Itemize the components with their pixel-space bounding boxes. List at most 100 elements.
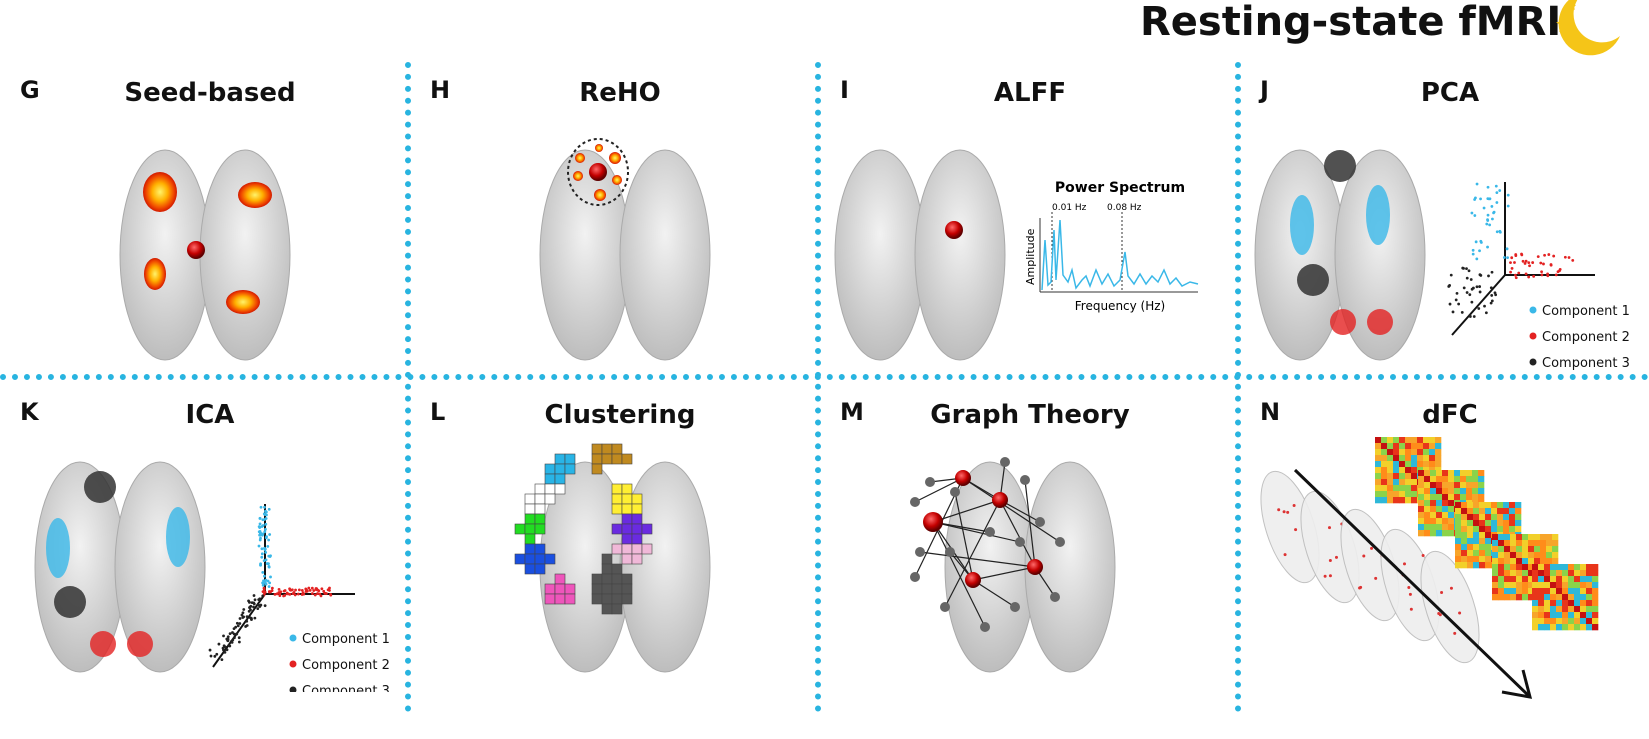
scatter-point <box>1470 300 1474 304</box>
matrix-cell <box>1592 606 1599 613</box>
matrix-cell <box>1522 564 1529 571</box>
scatter-point <box>305 589 309 593</box>
matrix-cell <box>1478 470 1485 477</box>
scatter-point <box>310 586 314 590</box>
panel-letter: J <box>1260 76 1269 104</box>
voxel <box>514 553 526 565</box>
matrix-cell <box>1528 570 1535 577</box>
panel-dfc: N dFC <box>1240 392 1640 732</box>
matrix-cell <box>1580 588 1587 595</box>
scatter-point <box>1479 197 1482 201</box>
voxel <box>611 573 623 585</box>
matrix-cell <box>1436 512 1443 519</box>
voxel <box>524 533 536 545</box>
matrix-cell <box>1405 437 1412 444</box>
seed-based-illustration <box>119 149 291 361</box>
matrix-cell <box>1568 606 1575 613</box>
graph-edge <box>932 499 1001 523</box>
matrix-cell <box>1473 520 1480 527</box>
matrix-cell <box>1491 520 1498 527</box>
matrix-cell <box>1574 612 1581 619</box>
matrix-cell <box>1550 606 1557 613</box>
graph-node <box>1055 537 1065 547</box>
matrix-cell <box>1550 588 1557 595</box>
matrix-cell <box>1405 473 1412 480</box>
matrix-cell <box>1516 534 1523 541</box>
voxel <box>601 553 613 565</box>
matrix-cell <box>1424 512 1431 519</box>
voxel <box>601 453 613 465</box>
matrix-cell <box>1580 624 1587 631</box>
scatter-point <box>267 507 271 511</box>
voxel <box>611 483 623 495</box>
matrix-cell <box>1492 576 1499 583</box>
scatter-points <box>1447 182 1575 318</box>
center-voxel <box>589 163 607 181</box>
graph-edge <box>972 566 1036 581</box>
matrix-cell <box>1467 538 1474 545</box>
matrix-cell <box>1550 570 1557 577</box>
matrix-cell <box>1387 473 1394 480</box>
matrix-cell <box>1528 582 1535 589</box>
scatter-point <box>263 604 267 608</box>
scatter-point <box>1454 298 1458 302</box>
voxel <box>524 493 536 505</box>
matrix-cell <box>1544 576 1551 583</box>
scatter-point <box>260 547 264 551</box>
matrix-cell <box>1516 576 1523 583</box>
matrix-cell <box>1592 624 1599 631</box>
scatter-point <box>1489 286 1493 290</box>
matrix-cell <box>1405 491 1412 498</box>
matrix-cell <box>1562 618 1569 625</box>
matrix-cell <box>1399 455 1406 462</box>
voxel <box>621 593 633 605</box>
matrix-cell <box>1429 461 1436 468</box>
scatter-point <box>1495 230 1499 234</box>
matrix-cell <box>1393 467 1400 474</box>
matrix-cell <box>1454 488 1461 495</box>
scatter-point <box>228 644 232 648</box>
matrix-cell <box>1532 618 1539 625</box>
scatter-point <box>1532 274 1536 278</box>
scatter-point <box>258 526 262 529</box>
scatter-point <box>226 635 230 639</box>
scatter-point <box>228 632 232 636</box>
scatter-point <box>1465 276 1469 280</box>
matrix-cell <box>1473 532 1480 539</box>
matrix-cell <box>1522 552 1529 559</box>
voxel <box>601 593 613 605</box>
matrix-cell <box>1592 588 1599 595</box>
scatter-point <box>253 616 257 620</box>
matrix-cell <box>1424 476 1431 483</box>
matrix-cell <box>1417 455 1424 462</box>
scatter-point <box>264 550 268 554</box>
voxel <box>631 503 643 515</box>
matrix-cell <box>1586 582 1593 589</box>
matrix-cell <box>1504 588 1511 595</box>
scatter-point <box>1524 259 1528 263</box>
matrix-cell <box>1586 570 1593 577</box>
scatter-point <box>260 552 264 556</box>
matrix-cell <box>1393 461 1400 468</box>
voxel <box>524 553 536 565</box>
voxel <box>601 583 613 595</box>
matrix-cell <box>1448 488 1455 495</box>
matrix-cell <box>1485 532 1492 539</box>
matrix-cell <box>1472 470 1479 477</box>
voxel <box>544 553 556 565</box>
scatter-point <box>235 621 239 625</box>
panel-title: ALFF <box>993 78 1067 108</box>
matrix-cell <box>1479 556 1486 563</box>
matrix-cell <box>1405 443 1412 450</box>
scatter-point <box>268 581 272 585</box>
matrix-cell <box>1436 518 1443 525</box>
brain-node <box>1327 526 1331 530</box>
matrix-cell <box>1485 520 1492 527</box>
voxel <box>631 523 643 535</box>
matrix-cell <box>1430 530 1437 537</box>
matrix-cell <box>1522 558 1529 565</box>
activation-blob <box>238 182 272 208</box>
matrix-cell <box>1580 564 1587 571</box>
matrix-cell <box>1375 449 1382 456</box>
scatter-point <box>266 579 270 583</box>
